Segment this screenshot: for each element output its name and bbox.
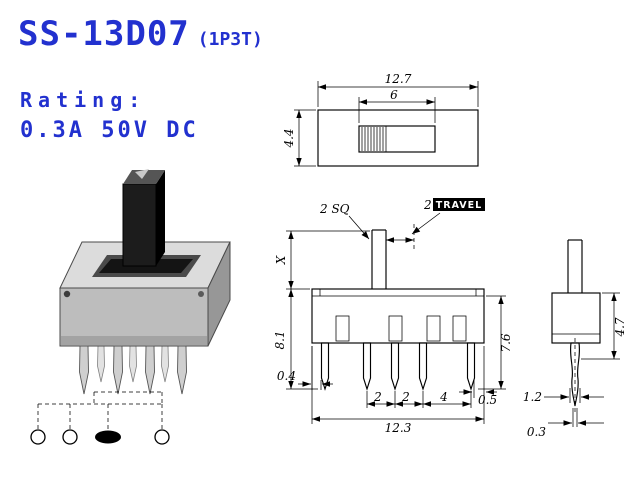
dim-label-pitch-a: 2: [373, 390, 382, 404]
dim-top-height: 4.4: [282, 109, 316, 167]
travel-highlight-box: [433, 198, 485, 211]
switch-knob: [122, 169, 165, 267]
dim-total-width: 12.3: [311, 346, 485, 435]
side-actuator-shaft: [567, 239, 583, 293]
front-view-drawing: 2 TRAVEL 2 SQ X 8.1: [273, 198, 513, 435]
rivet-left: [63, 290, 71, 298]
dim-top-width: 12.7: [317, 72, 479, 107]
dim-side-pin-thickness: 0.3: [527, 408, 604, 439]
dim-label-0-4: 0.4: [277, 369, 296, 383]
dim-label-travel: TRAVEL: [436, 200, 482, 211]
dim-left-height: 8.1: [273, 289, 318, 390]
dim-label-4-7: 4.7: [613, 317, 627, 337]
dim-label-7-6: 7.6: [499, 333, 513, 352]
knob-right-face: [156, 170, 165, 266]
switch-back-pins: [97, 345, 169, 383]
dim-label-8-1: 8.1: [273, 330, 287, 349]
rating-value: 0.3A 50V DC: [20, 118, 199, 143]
switch-3d-illustration: [59, 169, 231, 395]
terminal-3-filled: [95, 430, 121, 444]
dim-label-12-3: 12.3: [385, 421, 412, 435]
dim-shaft-square: 2 SQ: [319, 202, 370, 240]
dim-side-height: 4.7: [581, 292, 627, 360]
dim-right-height: 7.6: [478, 295, 513, 390]
dim-pin-pitches: 2 2 4: [366, 390, 472, 408]
terminal-1: [30, 429, 46, 445]
dim-label-0-5: 0.5: [478, 393, 497, 407]
front-pins: [320, 342, 476, 391]
front-terminal-windows: [335, 315, 467, 342]
dim-label-12-7: 12.7: [385, 72, 412, 86]
dim-label-x: X: [274, 255, 288, 265]
rivet-right: [198, 291, 204, 297]
dim-label-6: 6: [390, 88, 398, 102]
dim-top-slot: 6: [358, 88, 436, 123]
rating-label: Rating:: [20, 88, 147, 112]
top-view-knob-hatch: [361, 126, 387, 152]
terminal-4: [154, 429, 170, 445]
top-view-drawing: 12.7 6 4.4: [282, 72, 479, 167]
dim-label-2sq: 2 SQ: [319, 202, 350, 216]
side-body-outline: [551, 292, 601, 344]
page-title-line: SS-13D07 (1P3T): [18, 14, 263, 54]
knob-notch: [135, 169, 149, 179]
top-view-slot: [358, 125, 436, 153]
terminal-2: [62, 429, 78, 445]
dim-side-pin-width: 1.2: [523, 388, 604, 404]
knob-front-face: [122, 183, 157, 267]
dim-travel: 2 TRAVEL: [386, 198, 485, 250]
dim-label-4-4: 4.4: [282, 128, 296, 148]
knob-top-face: [123, 170, 165, 184]
side-view-drawing: 4.7 1.2 0.3: [523, 239, 627, 439]
circuit-schematic: [30, 391, 170, 445]
dim-right-pin-offset: 0.5: [459, 380, 497, 407]
dim-shaft-height: X: [274, 230, 370, 290]
front-actuator-shaft: [371, 229, 387, 289]
dim-label-0-3: 0.3: [527, 425, 546, 439]
dim-label-travel-value: 2: [423, 198, 432, 212]
part-variant: (1P3T): [197, 29, 263, 50]
switch-front-pins: [79, 345, 187, 395]
part-number: SS-13D07: [18, 14, 190, 54]
dim-label-1-2: 1.2: [523, 390, 542, 404]
body-bottom-strip: [61, 336, 207, 345]
dim-label-pitch-b: 2: [401, 390, 410, 404]
dim-label-pitch-c: 4: [439, 390, 448, 404]
